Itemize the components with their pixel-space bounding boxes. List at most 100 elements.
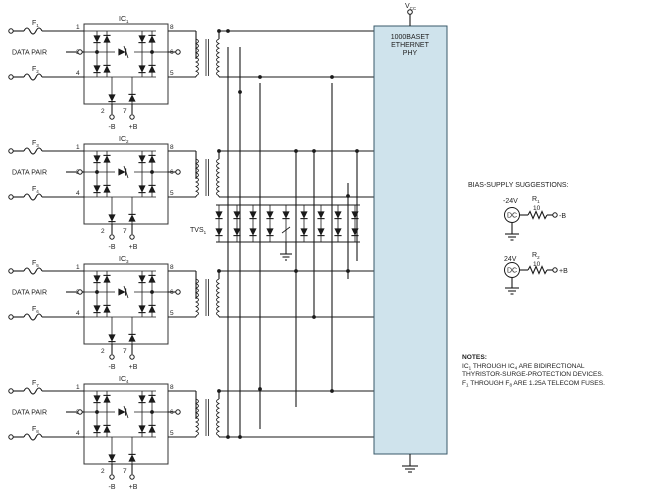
pin-2-terminal <box>109 474 115 480</box>
bias-neg-resistor <box>527 210 548 220</box>
pin-5-label: 5 <box>170 310 174 317</box>
tvs-diode-lower <box>351 228 359 237</box>
input-terminal-a <box>8 28 14 34</box>
bus-junction-dot <box>226 435 230 439</box>
pin-5-label: 5 <box>170 70 174 77</box>
notes-title: NOTES: <box>462 354 487 361</box>
protection-channel-4: IC413486527F7F8DATA PAIR-B+B <box>8 376 374 491</box>
fuse-b-label: F8 <box>32 426 39 434</box>
bias-neg-output-label: -B <box>559 213 566 220</box>
pos-bias-label: +B <box>129 124 138 131</box>
diode-l3 <box>93 185 101 194</box>
diode-r4 <box>138 65 146 74</box>
pin-3-terminal <box>77 289 83 295</box>
gate-mark <box>123 165 129 179</box>
fuse-b-label: F4 <box>32 186 39 194</box>
diode-pin2 <box>108 94 116 103</box>
diode-r3 <box>148 184 156 193</box>
transformer-dot-top <box>217 389 221 393</box>
bus-junction-dot <box>312 315 316 319</box>
bus-junction-dot <box>330 389 334 393</box>
tvs-diode-lower <box>300 228 308 237</box>
pin-8-label: 8 <box>170 144 174 151</box>
bias-positive-circuit: 24V DC +B R2 10 <box>504 252 568 295</box>
diode-pin7 <box>128 453 136 462</box>
neg-bias-label: -B <box>109 124 116 131</box>
pin-6-terminal <box>175 169 181 175</box>
pin-2-label: 2 <box>101 348 105 355</box>
fuse-b <box>23 433 43 441</box>
input-terminal-b <box>8 194 14 200</box>
bias-neg-dc-label: DC <box>507 213 517 220</box>
pin-8-label: 8 <box>170 384 174 391</box>
tvs-diode-upper <box>317 211 325 220</box>
pin-3-terminal <box>77 169 83 175</box>
tvs-diode-upper <box>266 211 274 220</box>
input-terminal-b <box>8 314 14 320</box>
neg-bias-label: -B <box>109 484 116 491</box>
fuse-b-label: F6 <box>32 306 39 314</box>
pin-4-label: 4 <box>76 430 80 437</box>
diode-r2 <box>138 275 146 284</box>
diode-r1 <box>148 34 156 43</box>
input-terminal-a <box>8 148 14 154</box>
ethernet-phy-block <box>373 25 448 455</box>
diode-l3 <box>93 65 101 74</box>
fuse-b <box>23 73 43 81</box>
pin-2-terminal <box>109 114 115 120</box>
bias-pos-resistor-label: R2 <box>532 252 540 260</box>
tvs-diode-lower <box>233 228 241 237</box>
diode-l4 <box>103 64 111 73</box>
bus-junction-dot <box>238 435 242 439</box>
bus-junction-dot <box>258 75 262 79</box>
ic4-label: IC4 <box>119 376 129 384</box>
diode-pin2 <box>108 454 116 463</box>
transformer-primary <box>195 158 199 197</box>
diode-l4 <box>103 184 111 193</box>
pin-7-terminal <box>129 474 135 480</box>
bias-pos-resistor-value: 10 <box>533 261 541 268</box>
diode-r2 <box>138 395 146 404</box>
pos-bias-label: +B <box>129 244 138 251</box>
ic3-label: IC3 <box>119 256 129 264</box>
diode-pin2 <box>108 214 116 223</box>
bias-negative-circuit: -24V DC -B R1 10 <box>503 196 566 241</box>
bias-pos-output-label: +B <box>559 268 568 275</box>
pin-8-label: 8 <box>170 264 174 271</box>
tvs-diode-upper <box>233 211 241 220</box>
diode-r4 <box>138 305 146 314</box>
pin-5-label: 5 <box>170 430 174 437</box>
pin-7-label: 7 <box>123 108 127 115</box>
pos-bias-label: +B <box>129 484 138 491</box>
gate-mark <box>123 285 129 299</box>
transformer-secondary <box>216 398 220 437</box>
neg-bias-label: -B <box>109 244 116 251</box>
diode-l3 <box>93 305 101 314</box>
bus-junction-dot <box>330 75 334 79</box>
tvs-diode-lower <box>317 228 325 237</box>
fuse-a <box>23 27 43 35</box>
pin-4-label: 4 <box>76 190 80 197</box>
protection-channel-3: IC313486527F5F6DATA PAIR-B+B <box>8 256 374 371</box>
vcc-terminal <box>407 9 413 15</box>
tvs-diode-upper <box>334 211 342 220</box>
transformer-secondary <box>216 278 220 317</box>
diode-r1 <box>148 394 156 403</box>
diode-r1 <box>148 154 156 163</box>
fuse-b-label: F2 <box>32 66 39 74</box>
input-terminal-b <box>8 74 14 80</box>
pin-7-label: 7 <box>123 348 127 355</box>
bus-junction-dot <box>238 90 242 94</box>
bias-pos-output-terminal <box>552 267 558 273</box>
bus-junction-dot <box>294 149 298 153</box>
fuse-a-label: F1 <box>32 20 39 28</box>
data-pair-label: DATA PAIR <box>12 290 47 297</box>
diode-pin7 <box>128 93 136 102</box>
diode-l1 <box>93 155 101 164</box>
pin-1-label: 1 <box>76 384 80 391</box>
bias-pos-voltage: 24V <box>504 256 517 263</box>
vcc-label: VCC <box>405 3 417 11</box>
pin-2-label: 2 <box>101 468 105 475</box>
input-terminal-a <box>8 388 14 394</box>
notes-line2: THYRISTOR-SURGE-PROTECTION DEVICES. <box>462 371 604 378</box>
